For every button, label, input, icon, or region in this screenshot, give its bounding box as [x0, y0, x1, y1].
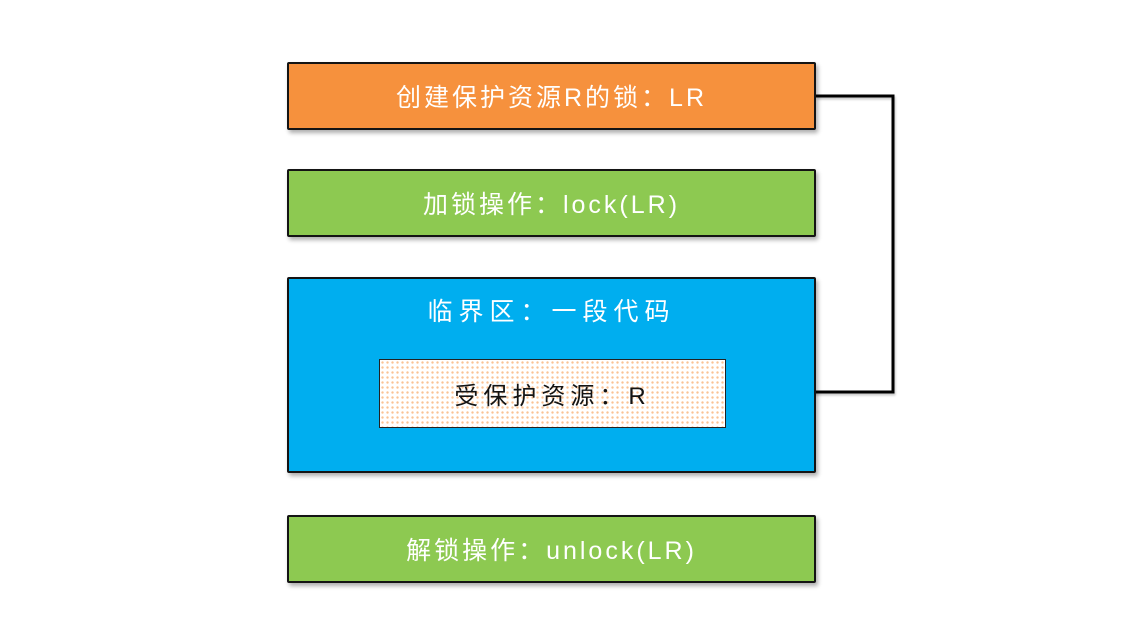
box-critical-section: 临界区：一段代码 受保护资源：R [287, 277, 816, 473]
box-unlock-operation: 解锁操作：unlock(LR) [287, 515, 816, 583]
box-protected-resource: 受保护资源：R [379, 359, 726, 428]
box-unlock-operation-label: 解锁操作：unlock(LR) [406, 537, 697, 565]
box-lock-operation: 加锁操作：lock(LR) [287, 169, 816, 237]
box-critical-section-label: 临界区：一段代码 [427, 298, 676, 326]
box-lock-operation-label: 加锁操作：lock(LR) [422, 191, 681, 219]
box-create-lock: 创建保护资源R的锁：LR [287, 62, 816, 130]
box-create-lock-label: 创建保护资源R的锁：LR [395, 84, 707, 112]
box-protected-resource-label: 受保护资源：R [454, 383, 651, 410]
